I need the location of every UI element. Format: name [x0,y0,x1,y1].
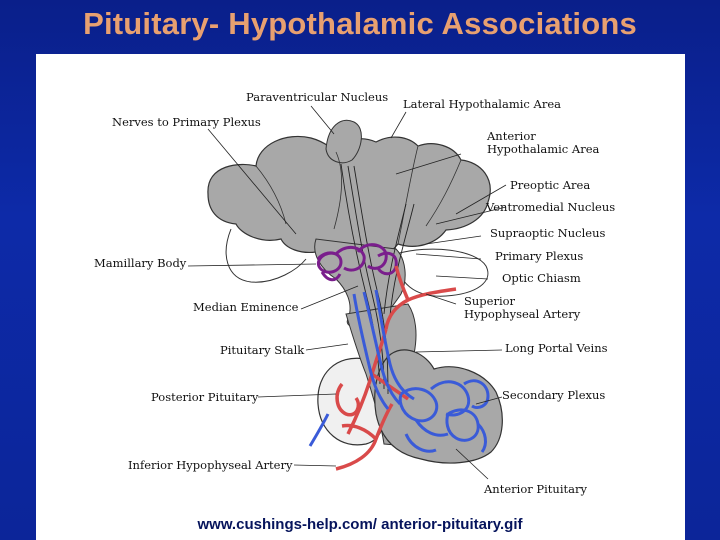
optic-chiasm-shape [395,248,489,297]
label-ventromedial-nucleus: Ventromedial Nucleus [485,200,615,214]
label-anterior-pituitary: Anterior Pituitary [483,482,587,496]
label-superior-hypophyseal-artery-2: Hypophyseal Artery [464,307,581,321]
leader-lines [187,105,507,480]
diagram-panel: Paraventricular Nucleus Nerves to Primar… [36,54,685,540]
label-paraventricular-nucleus: Paraventricular Nucleus [246,90,388,104]
label-nerves-to-primary-plexus: Nerves to Primary Plexus [112,115,261,129]
label-pituitary-stalk: Pituitary Stalk [220,343,305,357]
label-secondary-plexus: Secondary Plexus [502,388,605,402]
label-preoptic-area: Preoptic Area [510,178,590,192]
secondary-plexus [398,379,490,453]
label-mamillary-body: Mamillary Body [94,256,187,270]
label-supraoptic-nucleus: Supraoptic Nucleus [490,226,605,240]
nucleus-divider-3 [425,159,462,227]
mamillary-outline [225,228,307,283]
source-url: www.cushings-help.com/ anterior-pituitar… [197,516,523,533]
label-optic-chiasm: Optic Chiasm [502,271,581,285]
primary-plexus [316,243,398,282]
label-primary-plexus: Primary Plexus [495,249,583,263]
label-posterior-pituitary: Posterior Pituitary [151,390,259,404]
nucleus-divider-1 [333,151,342,230]
label-inferior-hypophyseal-artery: Inferior Hypophyseal Artery [128,458,293,472]
label-long-portal-veins: Long Portal Veins [505,341,608,355]
label-anterior-hypothalamic-area-1: Anterior [486,129,536,143]
hypothalamus-shape [207,135,491,262]
slide-title: Pituitary- Hypothalamic Associations [83,6,637,41]
inferior-hypophyseal-artery [335,382,394,471]
label-superior-hypophyseal-artery-1: Superior [464,294,516,308]
nucleus-divider-4 [255,165,287,225]
paraventricular-lobe [325,119,362,164]
label-lateral-hypothalamic-area: Lateral Hypothalamic Area [403,97,561,111]
label-anterior-hypothalamic-area-2: Hypothalamic Area [487,142,600,156]
pituitary-diagram: Paraventricular Nucleus Nerves to Primar… [94,90,615,496]
label-median-eminence: Median Eminence [193,300,299,314]
nucleus-divider-2 [397,145,419,245]
